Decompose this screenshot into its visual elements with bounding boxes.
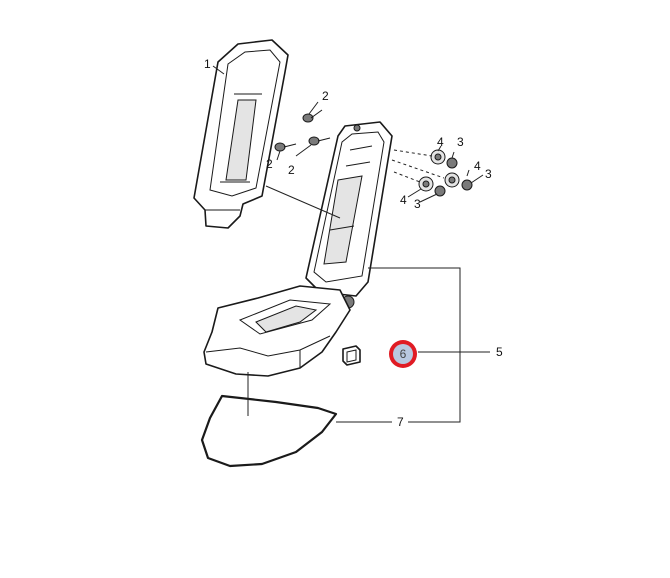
callout-7: 7: [397, 415, 404, 429]
callout-4-a: 4: [437, 135, 444, 149]
callout-2-b: 2: [266, 157, 273, 171]
part-4-washer-b[interactable]: [444, 172, 460, 188]
part-3-nut-a[interactable]: [446, 157, 458, 169]
part-1-lid-cover[interactable]: [193, 39, 289, 229]
part-3-nut-b[interactable]: [461, 179, 473, 191]
callout-2-c: 2: [288, 163, 295, 177]
callout-3-b: 3: [485, 167, 492, 181]
leader-lines: [212, 65, 490, 423]
part-4-washer-a[interactable]: [430, 149, 446, 165]
callout-1: 1: [204, 57, 211, 71]
part-2-screw-c[interactable]: [308, 136, 331, 146]
part-5-base-housing[interactable]: [203, 285, 351, 377]
part-5-armrest-frame[interactable]: [305, 121, 393, 309]
callout-6-highlight[interactable]: 6: [389, 340, 417, 368]
part-4-washer-c[interactable]: [418, 176, 434, 192]
part-6-clip[interactable]: [342, 345, 361, 366]
callout-5: 5: [496, 345, 503, 359]
callout-4-c: 4: [400, 193, 407, 207]
part-7-pad[interactable]: [200, 394, 338, 468]
assembly-lines: [247, 149, 445, 416]
callout-2-a: 2: [322, 89, 329, 103]
part-3-nut-c[interactable]: [434, 185, 446, 197]
callout-3-c: 3: [414, 197, 421, 211]
callout-4-b: 4: [474, 159, 481, 173]
part-2-screw-b[interactable]: [274, 142, 297, 152]
callout-labels: 1 2 2 2 3 3 3 4 4 4 5 7: [204, 57, 503, 429]
callout-3-a: 3: [457, 135, 464, 149]
callout-6-label: 6: [400, 347, 407, 361]
part-2-screw-a[interactable]: [302, 109, 323, 123]
